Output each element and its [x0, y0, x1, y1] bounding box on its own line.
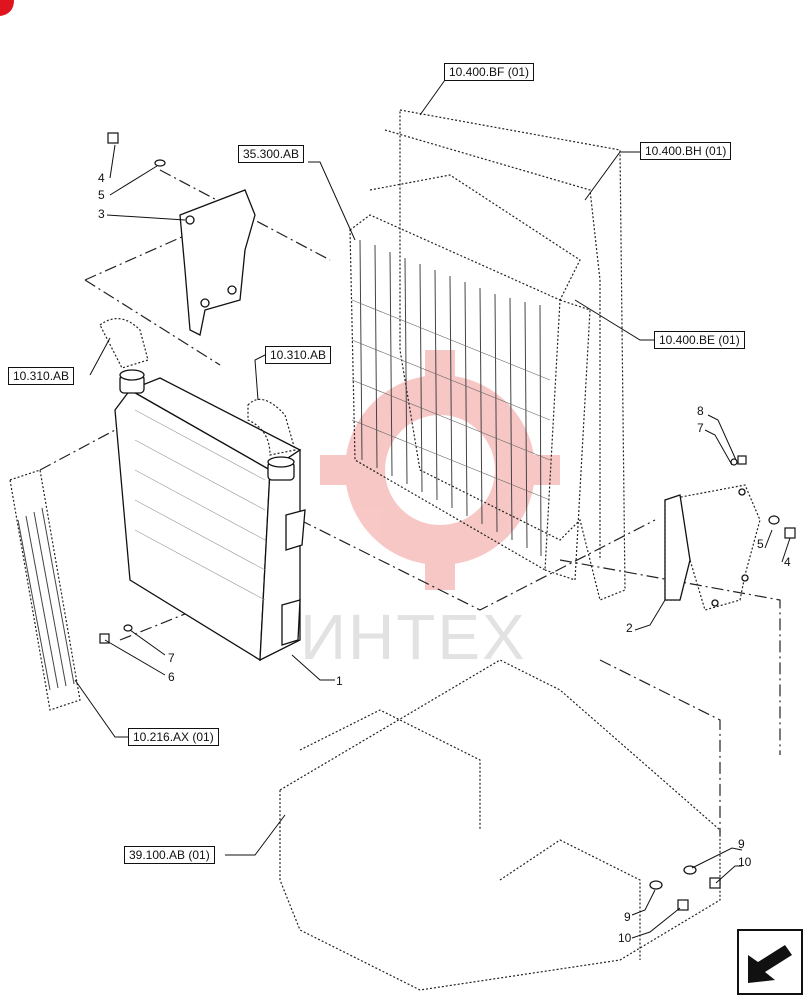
right-bracket-outline	[664, 484, 761, 611]
item-number-3: 3	[98, 207, 105, 221]
frame-outline	[399, 109, 626, 601]
radiator-grille	[359, 239, 542, 557]
left-bracket	[179, 189, 256, 336]
right-bracket	[664, 488, 749, 607]
ref-10-216-ax[interactable]: 10.216.AX (01)	[128, 728, 219, 746]
corner-marker	[0, 0, 14, 16]
washer-7-left	[123, 624, 133, 632]
ref-10-400-be[interactable]: 10.400.BE (01)	[654, 331, 745, 349]
intercooler	[114, 369, 306, 662]
ref-39-100-ab[interactable]: 39.100.AB (01)	[124, 846, 215, 864]
item-number-6: 6	[168, 670, 175, 684]
item-number-5-right: 5	[757, 537, 764, 551]
watermark-logo	[320, 350, 560, 590]
arrow-icon[interactable]	[737, 929, 803, 995]
base-frame	[279, 659, 721, 991]
washer-5-top	[154, 159, 166, 167]
main-radiator	[349, 214, 561, 572]
hose-left	[99, 318, 149, 369]
item-number-1: 1	[336, 674, 343, 688]
ref-10-310-ab-left[interactable]: 10.310.AB	[8, 367, 75, 385]
item-number-7-left: 7	[168, 651, 175, 665]
washer-9-left	[649, 880, 663, 890]
item-number-7-right: 7	[697, 421, 704, 435]
bolt-6	[99, 633, 110, 644]
bolt-4-right	[784, 527, 796, 539]
item-number-4-top: 4	[98, 171, 105, 185]
watermark-text: ИНТЕХ	[300, 601, 527, 673]
ref-10-400-bh[interactable]: 10.400.BH (01)	[640, 142, 732, 160]
bolt-4-top	[107, 132, 119, 144]
ref-10-400-bf[interactable]: 10.400.BF (01)	[444, 63, 535, 81]
hose-right	[247, 398, 296, 456]
bolt-10-left	[677, 899, 689, 911]
item-number-9-right: 9	[738, 837, 745, 851]
bolt-10-right	[709, 877, 721, 889]
nut-8	[737, 455, 747, 465]
ref-10-310-ab-right[interactable]: 10.310.AB	[265, 346, 332, 364]
item-number-4-right: 4	[784, 555, 791, 569]
item-number-10-right: 10	[738, 855, 752, 869]
item-number-2: 2	[626, 621, 633, 635]
washer-5-right	[768, 515, 780, 525]
item-number-10-left: 10	[618, 931, 632, 945]
item-number-5-top: 5	[98, 188, 105, 202]
ref-35-300-ab[interactable]: 35.300.AB	[238, 145, 305, 163]
item-number-8: 8	[697, 404, 704, 418]
oil-cooler	[9, 469, 81, 711]
item-number-9-left: 9	[624, 910, 631, 924]
washer-7-right	[730, 458, 738, 466]
